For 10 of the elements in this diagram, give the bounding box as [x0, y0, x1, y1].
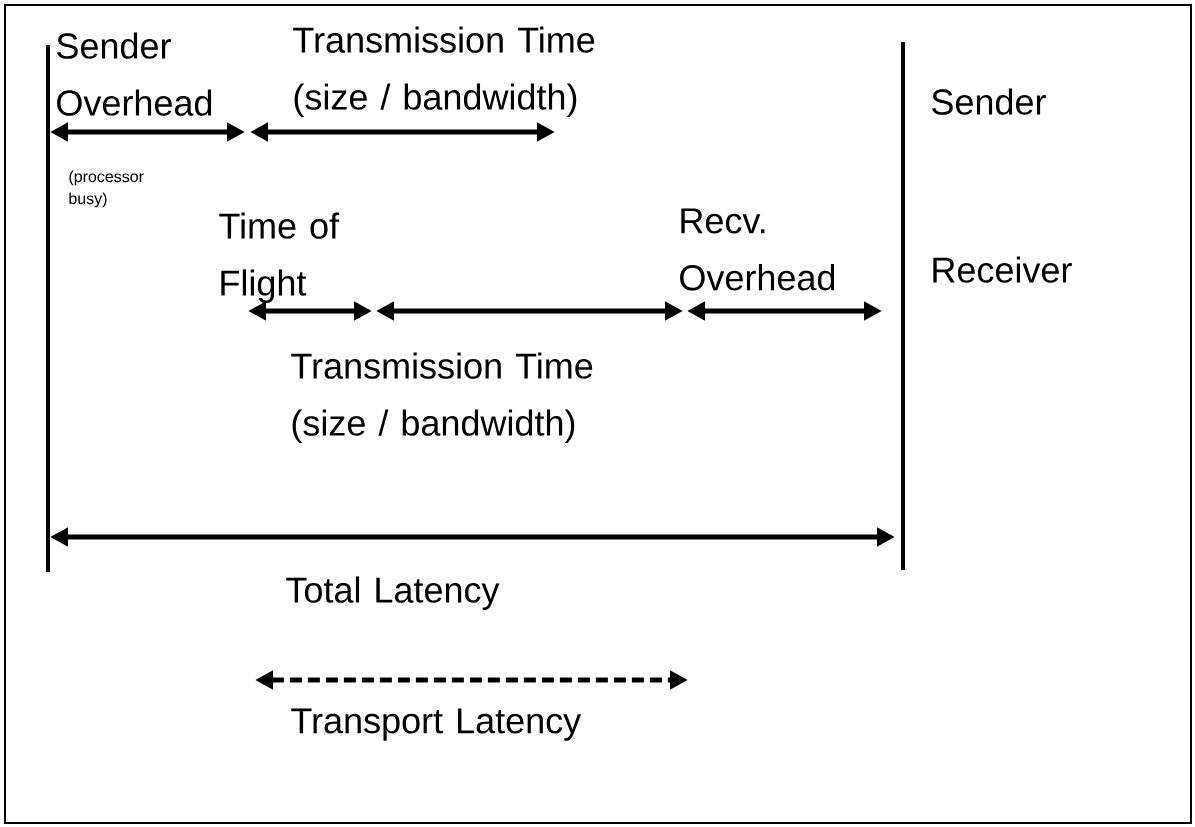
timing-label: Sender Overhead	[57, 32, 212, 116]
side-label: Sender	[932, 88, 1046, 115]
timing-label: Recv. Overhead	[680, 208, 835, 291]
total-label: Transport Latency	[291, 708, 582, 741]
timing-label: Time of Flight	[219, 212, 340, 303]
timing-label: Transmission Time (size / bandwidth)	[291, 352, 593, 443]
side-label: Receiver	[933, 256, 1072, 283]
timing-note: (processor busy)	[69, 170, 144, 208]
timing-label: Transmission Time (size / bandwidth)	[293, 26, 595, 117]
total-label: Total Latency	[286, 576, 500, 610]
